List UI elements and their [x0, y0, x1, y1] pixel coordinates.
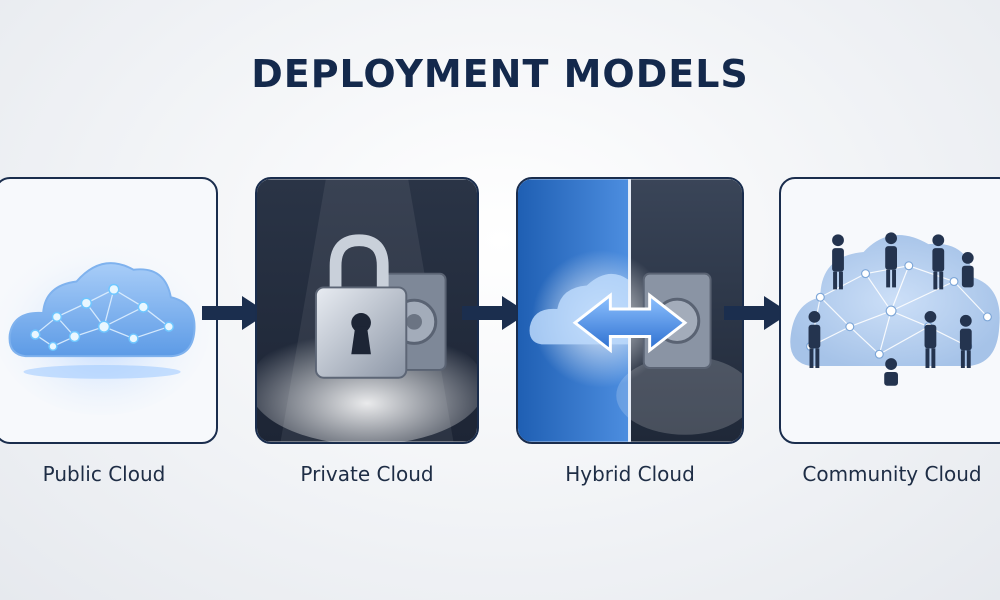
page-title: DEPLOYMENT MODELS — [251, 52, 749, 96]
private-cloud-card — [255, 177, 479, 444]
padlock-vault-icon — [257, 179, 477, 442]
public-cloud-label: Public Cloud — [42, 462, 166, 486]
arrow-right-icon — [462, 296, 528, 330]
hybrid-cloud-card — [516, 177, 744, 444]
arrow-right-icon — [724, 296, 790, 330]
community-cloud-label: Community Cloud — [802, 462, 982, 486]
cloud-vault-exchange-icon — [518, 179, 742, 442]
hybrid-cloud-label: Hybrid Cloud — [565, 462, 695, 486]
public-cloud-card — [0, 177, 218, 444]
private-cloud-label: Private Cloud — [300, 462, 434, 486]
community-cloud-card — [779, 177, 1000, 444]
arrow-right-icon — [202, 296, 268, 330]
network-cloud-icon — [0, 238, 211, 416]
people-network-icon — [790, 232, 1000, 386]
